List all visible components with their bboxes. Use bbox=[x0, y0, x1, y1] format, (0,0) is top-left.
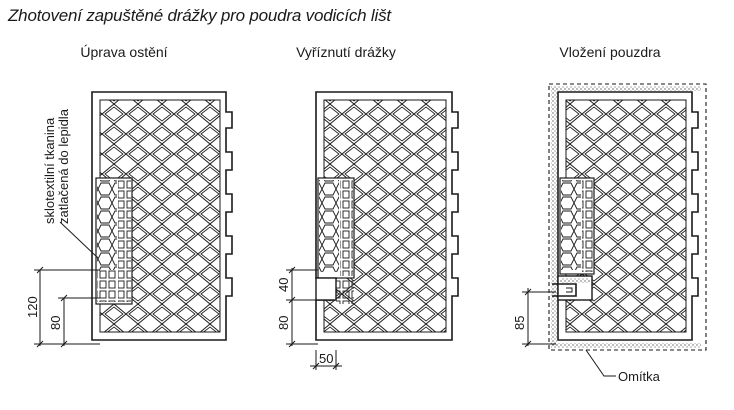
dimension-80-panel2: 80 bbox=[276, 316, 291, 330]
panel-uprava-osteni: sklotextilní tkanina zatlačená do lepidl… bbox=[25, 91, 233, 348]
insulation-hex-cells-3 bbox=[561, 180, 581, 270]
dimension-lines-panel1 bbox=[34, 266, 100, 348]
cut-groove bbox=[315, 277, 337, 301]
square-cells-lower bbox=[97, 270, 117, 302]
panel-title-vyriznuti-drazky: Vyříznutí drážky bbox=[296, 44, 396, 60]
dimension-lines-panel2 bbox=[286, 266, 342, 370]
sleeve-return bbox=[566, 287, 573, 293]
dimension-120: 120 bbox=[25, 296, 40, 318]
plaster-outline bbox=[548, 83, 707, 351]
dimension-80-panel1: 80 bbox=[48, 316, 63, 330]
figure-title: Zhotovení zapuštěné drážky pro poudra vo… bbox=[8, 6, 391, 25]
plaster-layer bbox=[551, 86, 557, 348]
guide-rail-sleeve bbox=[552, 283, 577, 297]
square-cells-2 bbox=[340, 180, 353, 276]
dimension-85: 85 bbox=[512, 316, 527, 330]
panel-title-uprava-osteni: Úprava ostění bbox=[80, 44, 168, 60]
sleeve-plaster-fill bbox=[560, 278, 590, 283]
mesh-leader-line bbox=[59, 221, 99, 259]
plaster-leader-line bbox=[585, 349, 616, 377]
plaster-label: Omítka bbox=[618, 369, 661, 384]
dimension-lines-panel3 bbox=[522, 288, 556, 348]
dimension-50: 50 bbox=[319, 351, 333, 366]
square-cells-below-groove bbox=[336, 280, 354, 304]
plaster-layer-bottom bbox=[551, 343, 701, 348]
panel-vyriznuti-drazky: 40 80 50 bbox=[276, 91, 459, 370]
dimension-40: 40 bbox=[276, 278, 291, 292]
plaster-layer-top bbox=[551, 86, 701, 91]
panel-vlozeni-pouzdra: 85 Omítka bbox=[512, 83, 707, 384]
square-cells-3 bbox=[582, 180, 593, 272]
mesh-label-line2: zatlačená do lepidla bbox=[56, 108, 71, 224]
square-cells bbox=[118, 180, 131, 302]
insulation-hex-cells-2 bbox=[319, 180, 339, 272]
mesh-label-line1: sklotextilní tkanina bbox=[42, 117, 57, 224]
panel-title-vlozeni-pouzdra: Vložení pouzdra bbox=[559, 44, 661, 60]
insulation-hex-cells bbox=[97, 180, 117, 270]
